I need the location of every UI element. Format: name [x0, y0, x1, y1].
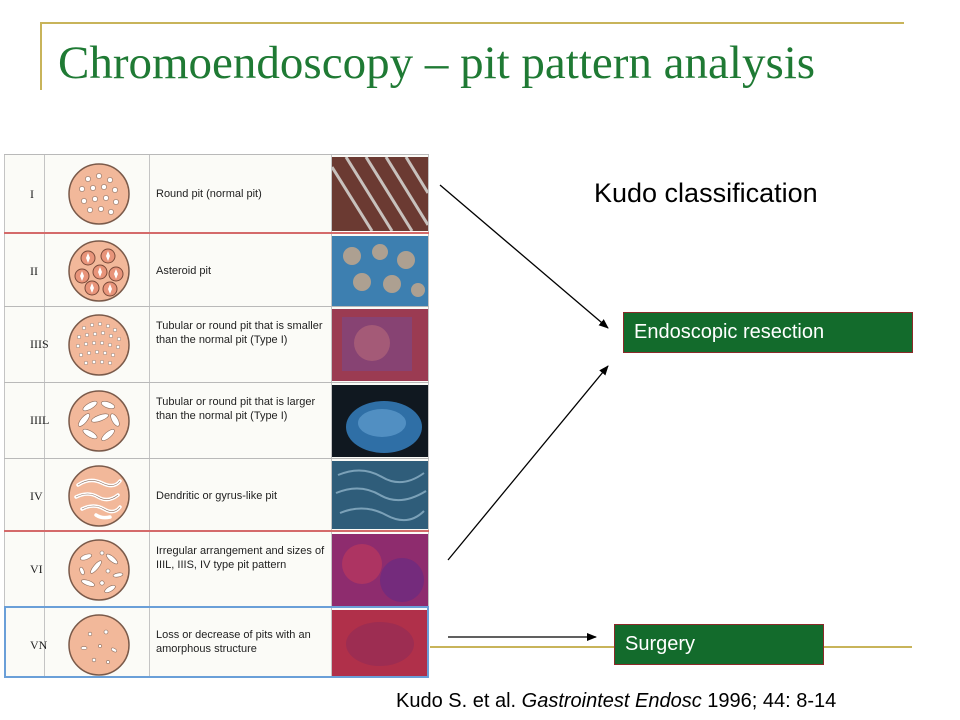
pit-type-label: VI: [30, 562, 43, 576]
endoscopy-photo: [332, 309, 428, 381]
kudo-classification-figure: I Round pit (normal pit) II: [4, 154, 429, 678]
table-row: IIIL Tubular or round pit that is larger…: [4, 382, 429, 458]
endoscopy-photo: [332, 157, 428, 231]
pit-description: Irregular arrangement and sizes of IIIL,…: [156, 545, 325, 571]
table-row: II Asteroid pit: [4, 232, 429, 306]
table-row: VI Irregular arrangement and sizes of II…: [4, 530, 429, 606]
pit-diagram-asteroid: [68, 240, 130, 302]
pit-description: Round pit (normal pit): [156, 188, 262, 200]
left-rule: [40, 22, 42, 90]
table-row: IIIS Tubular or round pit that is smalle…: [4, 306, 429, 382]
top-rule: [40, 22, 904, 24]
endoscopy-photo: [332, 610, 428, 676]
pit-diagram-round: [68, 163, 130, 225]
table-row: VN Loss or decrease of pits with an amor…: [4, 606, 429, 678]
surgery-label: Surgery: [625, 633, 696, 655]
pit-diagram-irregular: [68, 539, 130, 601]
column-divider: [44, 154, 45, 678]
endoscopy-photo: [332, 461, 428, 529]
endoscopy-photo: [332, 534, 428, 606]
surgery-box: Surgery: [614, 624, 824, 665]
column-divider: [149, 154, 150, 678]
citation-authors: Kudo S. et al.: [396, 690, 522, 712]
endoscopic-resection-box: Endoscopic resection: [623, 312, 913, 353]
vn-row-frame: [4, 606, 429, 678]
endoscopy-photo: [332, 385, 428, 457]
pit-diagram-dendritic: [68, 465, 130, 527]
endoscopy-photo: [332, 236, 428, 306]
pit-diagram-small-round: [68, 314, 130, 376]
pit-type-label: IV: [30, 489, 43, 503]
column-divider: [331, 154, 332, 678]
pit-type-label: VN: [30, 638, 48, 652]
table-row: I Round pit (normal pit): [4, 154, 429, 232]
classification-heading: Kudo classification: [594, 178, 818, 208]
table-row: IV Dendritic or gyrus-like pit: [4, 458, 429, 530]
arrow-to-resection-upper: [439, 184, 609, 329]
pit-type-label: IIIS: [30, 337, 49, 351]
pit-description: Tubular or round pit that is larger than…: [156, 396, 316, 422]
slide-title: Chromoendoscopy – pit pattern analysis: [58, 37, 816, 89]
pit-type-label: I: [30, 187, 34, 201]
pit-description: Asteroid pit: [156, 265, 212, 277]
pit-description: Loss or decrease of pits with an amorpho…: [156, 629, 311, 655]
endoscopic-resection-label: Endoscopic resection: [634, 321, 825, 343]
pit-diagram-amorphous: [68, 614, 130, 676]
pit-type-label: IIIL: [30, 413, 50, 427]
citation-details: 1996; 44: 8-14: [701, 690, 837, 712]
pit-description: Tubular or round pit that is smaller tha…: [156, 320, 323, 346]
pit-diagram-large-tubular: [68, 390, 130, 452]
citation-journal: Gastrointest Endosc: [521, 690, 702, 712]
pit-description: Dendritic or gyrus-like pit: [156, 490, 278, 502]
arrow-to-resection-lower: [447, 365, 609, 561]
citation: Kudo S. et al. Gastrointest Endosc 1996;…: [396, 690, 836, 713]
pit-type-label: II: [30, 264, 38, 278]
